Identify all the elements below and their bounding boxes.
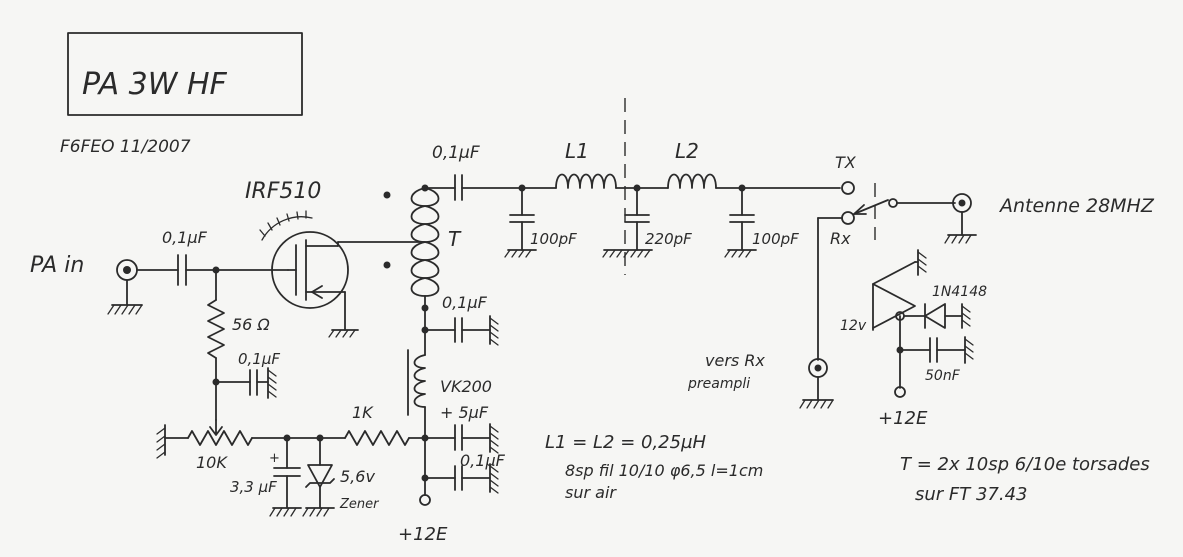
antenna-connector bbox=[944, 193, 977, 244]
capacitor-decoupling-2-label: 0,1µF bbox=[460, 451, 506, 470]
rx-out-line2: preampli bbox=[687, 376, 750, 392]
resistor-56ohm bbox=[207, 299, 225, 359]
antenna-label: Antenne 28MHZ bbox=[998, 195, 1155, 217]
capacitor-100pf-a bbox=[504, 214, 537, 258]
choke-vk200 bbox=[413, 354, 426, 408]
capacitor-output-label: 0,1µF bbox=[432, 143, 480, 163]
zener-text-label: Zener bbox=[339, 497, 380, 512]
capacitor-5uf-label: + 5µF bbox=[440, 403, 489, 422]
input-connector bbox=[107, 259, 143, 315]
capacitor-input bbox=[177, 254, 187, 286]
capacitor-decoupling-1-label: 0,1µF bbox=[442, 293, 488, 312]
rx-connector bbox=[799, 358, 834, 409]
diode-1n4148 bbox=[924, 303, 946, 329]
note-t-line1: T = 2x 10sp 6/10e torsades bbox=[900, 454, 1150, 475]
svg-text:+: + bbox=[269, 451, 280, 466]
title-text: PA 3W HF bbox=[82, 67, 228, 102]
note-l-line1: L1 = L2 = 0,25µH bbox=[545, 432, 707, 453]
zener-diode bbox=[307, 464, 333, 488]
relay-supply-label: +12E bbox=[878, 408, 928, 429]
relay-supply-terminal bbox=[894, 386, 906, 398]
potentiometer-label: 10K bbox=[196, 453, 228, 472]
capacitor-220pf-label: 220pF bbox=[645, 230, 692, 248]
relay-voltage-label: 12v bbox=[840, 318, 867, 334]
relay-coil bbox=[872, 261, 916, 329]
note-l-line3: sur air bbox=[565, 483, 617, 502]
resistor-1k-label: 1K bbox=[352, 403, 374, 422]
capacitor-100pf-b bbox=[724, 214, 757, 258]
capacitor-33uf-label: 3,3 µF bbox=[230, 478, 277, 496]
potentiometer-10k bbox=[187, 430, 253, 446]
note-l-line2: 8sp fil 10/10 φ6,5 l=1cm bbox=[565, 461, 763, 480]
capacitor-50nf bbox=[929, 336, 974, 364]
supply-terminal bbox=[419, 494, 431, 506]
author-text: F6FEO 11/2007 bbox=[60, 137, 191, 157]
mosfet-irf510 bbox=[259, 210, 349, 309]
note-t-line2: sur FT 37.43 bbox=[915, 484, 1028, 505]
input-label: PA in bbox=[30, 253, 84, 278]
inductor-l2 bbox=[667, 173, 717, 189]
choke-label: VK200 bbox=[440, 377, 492, 396]
capacitor-100pf-b-label: 100pF bbox=[752, 230, 799, 248]
title-box bbox=[67, 32, 303, 116]
inductor-l1-label: L1 bbox=[565, 139, 589, 163]
rx-label: Rx bbox=[830, 229, 851, 248]
capacitor-100pf-a-label: 100pF bbox=[530, 230, 577, 248]
capacitor-gate-label: 0,1µF bbox=[238, 350, 280, 368]
transistor-label: IRF510 bbox=[245, 179, 321, 204]
capacitor-output bbox=[454, 174, 463, 201]
transformer-label: T bbox=[448, 227, 462, 251]
capacitor-decoupling-1 bbox=[454, 315, 499, 346]
relay-contact-rx bbox=[841, 211, 855, 225]
resistor-56ohm-label: 56 Ω bbox=[232, 315, 270, 334]
rx-out-line1: vers Rx bbox=[705, 351, 765, 370]
capacitor-5uf bbox=[454, 423, 499, 454]
relay-contact-tx bbox=[841, 181, 855, 195]
capacitor-input-label: 0,1µF bbox=[162, 228, 208, 247]
resistor-1k bbox=[344, 430, 410, 446]
transformer-t bbox=[410, 187, 440, 297]
inductor-l2-label: L2 bbox=[675, 139, 699, 163]
supply-label: +12E bbox=[398, 524, 448, 545]
capacitor-50nf-label: 50nF bbox=[925, 368, 961, 384]
capacitor-decoupling-2 bbox=[454, 463, 499, 494]
tx-label: TX bbox=[835, 153, 857, 172]
diode-label: 1N4148 bbox=[932, 284, 987, 300]
zener-value-label: 5,6v bbox=[340, 467, 375, 486]
capacitor-220pf bbox=[602, 214, 653, 258]
capacitor-gate-decoupling bbox=[249, 367, 277, 399]
inductor-l1 bbox=[555, 173, 617, 189]
relay-contact-arm bbox=[853, 199, 889, 215]
